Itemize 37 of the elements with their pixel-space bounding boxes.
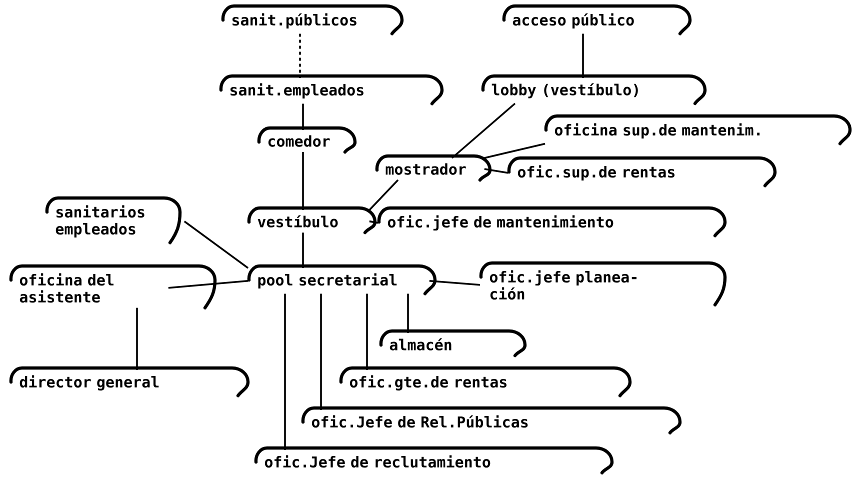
- connector-line: [484, 142, 546, 159]
- connector-line: [366, 294, 368, 370]
- bracket-box: pool secretarial: [247, 264, 437, 296]
- connector-line: [429, 280, 480, 286]
- bracket-box: vestíbulo: [247, 206, 377, 234]
- bracket-box: ofic.Jefe de reclutamiento: [254, 446, 614, 474]
- connector-line: [582, 34, 584, 78]
- bracket-box: comedor: [257, 126, 357, 154]
- connector-line: [299, 34, 301, 78]
- bracket-box: ofic.jefe de mantenimiento: [377, 206, 727, 238]
- connector-line: [284, 294, 286, 450]
- bracket-box: almacén: [379, 329, 527, 358]
- connector-line: [368, 179, 399, 211]
- connector-line: [302, 104, 304, 130]
- bracket-box: director general: [9, 366, 250, 398]
- connector-line: [184, 220, 249, 269]
- connector-line: [484, 168, 508, 174]
- connector-line: [168, 280, 248, 289]
- bracket-box: lobby (vestíbulo): [481, 74, 707, 106]
- bracket-box: sanit.empleados: [219, 74, 444, 106]
- bracket-box: ofic.gte.de rentas: [339, 366, 632, 398]
- bracket-box: mostrador: [375, 154, 492, 182]
- connector-line: [136, 308, 138, 370]
- connector-line: [302, 152, 304, 210]
- bracket-box: ofic.Jefe de Rel.Públicas: [301, 406, 682, 434]
- bracket-box: oficina sup.de mantenim.: [544, 114, 852, 146]
- connector-line: [320, 294, 322, 410]
- connector-line: [451, 102, 516, 159]
- bracket-box: sanit.públicos: [221, 4, 404, 36]
- bracket-box: ofic.jefe planea-ción: [479, 261, 727, 306]
- bracket-box: ofic.sup.de rentas: [507, 156, 777, 188]
- bracket-box: acceso público: [502, 4, 692, 36]
- connector-line: [407, 294, 409, 333]
- bracket-box: oficina del asistente: [9, 264, 217, 310]
- connector-line: [369, 220, 378, 224]
- connector-line: [302, 232, 304, 268]
- bracket-box: sanitarios empleados: [45, 196, 182, 244]
